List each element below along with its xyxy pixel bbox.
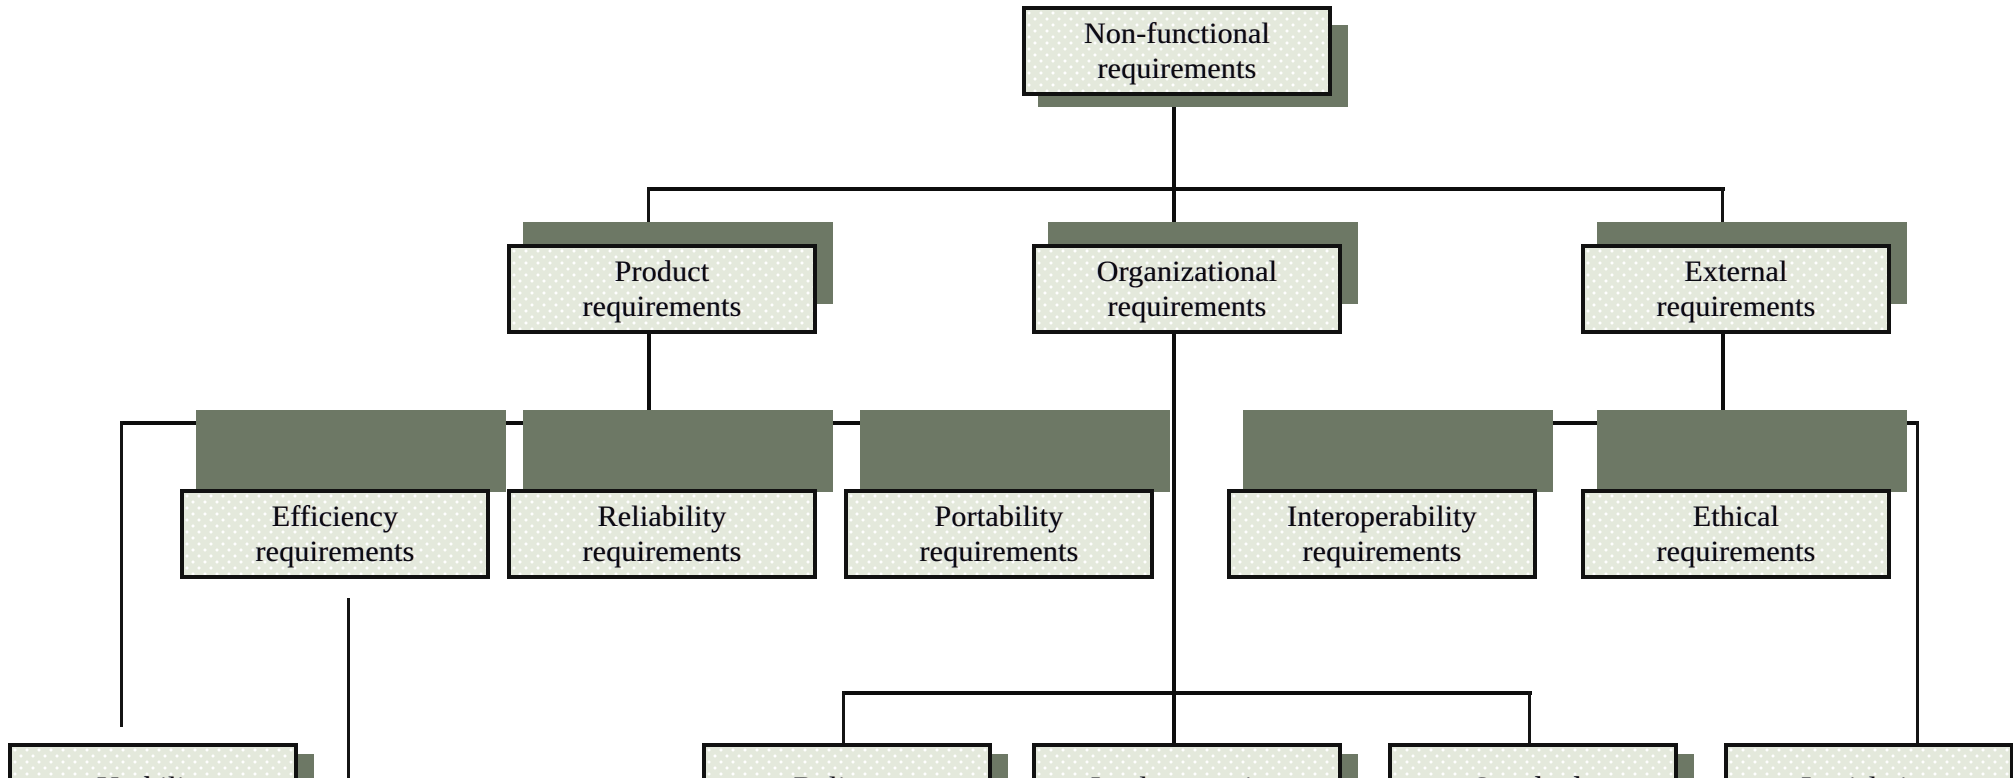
edge-root-to-external: [1721, 187, 1724, 255]
node-implementation[interactable]: Implementation: [1032, 743, 1342, 778]
node-interoperability-requirements[interactable]: Interoperability requirements: [1227, 489, 1537, 579]
node-label: Delivery: [788, 770, 907, 778]
node-label: Ethical requirements: [1656, 499, 1816, 568]
node-label: Interoperability requirements: [1287, 499, 1477, 568]
shadow-ethical: [1597, 410, 1907, 492]
edge-root-bus: [647, 187, 1725, 191]
node-label: Legislative: [1795, 770, 1943, 778]
edge-product-to-usability: [120, 421, 123, 727]
node-reliability-requirements[interactable]: Reliability requirements: [507, 489, 817, 579]
node-label: Efficiency requirements: [255, 499, 415, 568]
node-label: Product requirements: [582, 254, 742, 323]
edge-organizational-to-implementation: [1172, 691, 1176, 743]
shadow-interoperability: [1243, 410, 1553, 492]
node-label: Implementation: [1085, 770, 1290, 778]
edge-external-stem: [1721, 333, 1725, 423]
edge-root-to-product: [647, 187, 650, 255]
node-label: Organizational requirements: [1096, 254, 1278, 323]
node-label: External requirements: [1656, 254, 1816, 323]
shadow-efficiency: [196, 410, 506, 492]
node-legislative[interactable]: Legislative: [1724, 743, 2013, 778]
node-label: Usability: [91, 770, 215, 778]
node-organizational-requirements[interactable]: Organizational requirements: [1032, 244, 1342, 334]
node-non-functional-requirements[interactable]: Non-functional requirements: [1022, 6, 1332, 96]
node-label: Portability requirements: [919, 499, 1079, 568]
edge-product-stem: [647, 333, 651, 423]
node-delivery[interactable]: Delivery: [702, 743, 992, 778]
node-external-requirements[interactable]: External requirements: [1581, 244, 1891, 334]
edge-organizational-stem: [1172, 333, 1176, 695]
edge-root-stem: [1172, 95, 1176, 191]
node-ethical-requirements[interactable]: Ethical requirements: [1581, 489, 1891, 579]
edge-efficiency-stem: [347, 598, 350, 778]
node-product-requirements[interactable]: Product requirements: [507, 244, 817, 334]
node-usability[interactable]: Usability: [8, 743, 298, 778]
node-standards[interactable]: Standards: [1388, 743, 1678, 778]
edge-external-to-legislative: [1916, 421, 1919, 743]
edge-root-to-organizational: [1172, 187, 1176, 255]
edge-organizational-to-delivery: [842, 691, 845, 743]
node-label: Reliability requirements: [582, 499, 742, 568]
shadow-reliability: [523, 410, 833, 492]
edge-organizational-bus: [842, 691, 1532, 695]
node-label: Standards: [1467, 770, 1599, 778]
edge-organizational-to-standards: [1528, 691, 1531, 743]
node-label: Non-functional requirements: [1083, 16, 1271, 85]
shadow-portability: [860, 410, 1170, 492]
node-efficiency-requirements[interactable]: Efficiency requirements: [180, 489, 490, 579]
node-portability-requirements[interactable]: Portability requirements: [844, 489, 1154, 579]
